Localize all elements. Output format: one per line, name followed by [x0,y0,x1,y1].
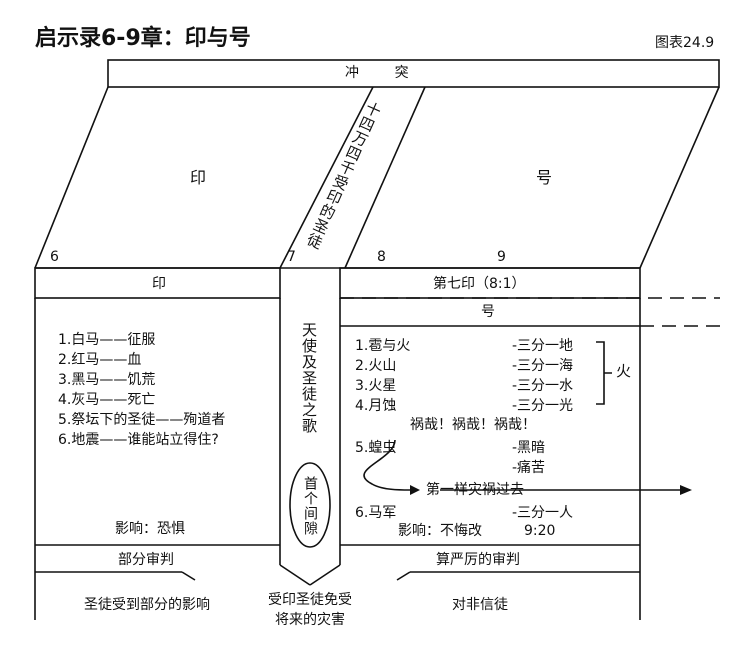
conflict-bar [107,59,720,88]
seals-zone-label: 印 [190,168,207,187]
middle-col-point-left [279,564,311,586]
interval-label: 首个间隙 [302,476,318,536]
trumpet-6-name: 6.马军 [355,505,397,521]
partial-band-point [181,571,196,581]
page-title: 启示录6-9章：印与号 [35,26,251,51]
chapter-9: 9 [497,249,506,265]
right-slant-line [639,86,720,269]
trumpet-item: 4.月蚀 [355,398,397,414]
band-left-edge [279,86,374,269]
trumpet-effect: -三分一海 [512,358,574,374]
trumpets-list: 1.雹与火 2.火山 3.火星 4.月蚀 [355,336,410,416]
saints-protected-label: 受印圣徒免受将来的灾害 [268,592,352,628]
interval-oval [289,462,331,548]
seal-band-box [34,267,281,299]
trumpet-5-effect-1: -黑暗 [512,440,546,456]
figure-label: 图表24.9 [655,35,715,51]
seal-item: 2.红马——血 [58,352,142,368]
woe-label: 祸哉！祸哉！祸哉！ [410,417,536,433]
chapter-7: 7 [287,249,296,265]
trumpet-effect: -三分一地 [512,338,574,354]
partial-judgment-label: 部分审判 [118,552,174,568]
unbelievers-label: 对非信徒 [452,597,508,613]
conflict-label: 冲 突 [345,65,409,81]
trumpet-item: 1.雹与火 [355,338,411,354]
middle-col-point-right [309,564,341,586]
trumpets-effect: 影响：不悔改 [398,523,482,539]
trumpets-effects: -三分一地 -三分一海 -三分一水 -三分一光 [512,336,573,416]
trumpet-item: 3.火星 [355,378,397,394]
curved-arrow-head [410,485,420,495]
trumpet-5-name: 5.蝗虫 [355,440,397,456]
seal-item: 1.白马——征服 [58,332,156,348]
partial-effect-label: 圣徒受到部分的影响 [84,597,210,613]
band-right-edge [344,86,426,269]
curved-arrow-line [363,439,411,491]
trumpet-band-label: 号 [481,304,495,320]
trumpet-effect: -三分一水 [512,378,574,394]
song-label: 天使及圣徒之歌 [300,322,318,434]
trumpets-zone-label: 号 [536,168,553,187]
first-woe-label: 第一样灾祸过去 [426,482,524,498]
fire-bracket [596,341,612,405]
left-slant-line [34,86,109,269]
trumpet-6-effect: -三分一人 [512,505,574,521]
chapter-8: 8 [377,249,386,265]
severe-band-point [396,571,411,581]
first-woe-arrowhead [680,485,692,495]
trumpet-5-effect-2: -痛苦 [512,460,546,476]
seventh-seal-label: 第七印（8:1） [433,276,526,292]
severe-judgment-label: 算严厉的审判 [436,552,520,568]
seventh-seal-box [339,267,641,299]
seals-list: 1.白马——征服 2.红马——血 3.黑马——饥荒 4.灰马——死亡 5.祭坛下… [58,330,225,450]
trumpet-effect: -三分一光 [512,398,574,414]
seal-band-label: 印 [152,276,166,292]
seal-item: 5.祭坛下的圣徒——殉道者 [58,412,226,428]
fire-label: 火 [616,362,632,380]
trumpet-item: 2.火山 [355,358,397,374]
seal-item: 3.黑马——饥荒 [58,372,156,388]
trumpets-ref: 9:20 [524,523,556,539]
chapter-6: 6 [50,249,59,265]
seal-item: 6.地震——谁能站立得住? [58,432,219,448]
seals-effect: 影响：恐惧 [115,521,185,537]
seal-item: 4.灰马——死亡 [58,392,156,408]
